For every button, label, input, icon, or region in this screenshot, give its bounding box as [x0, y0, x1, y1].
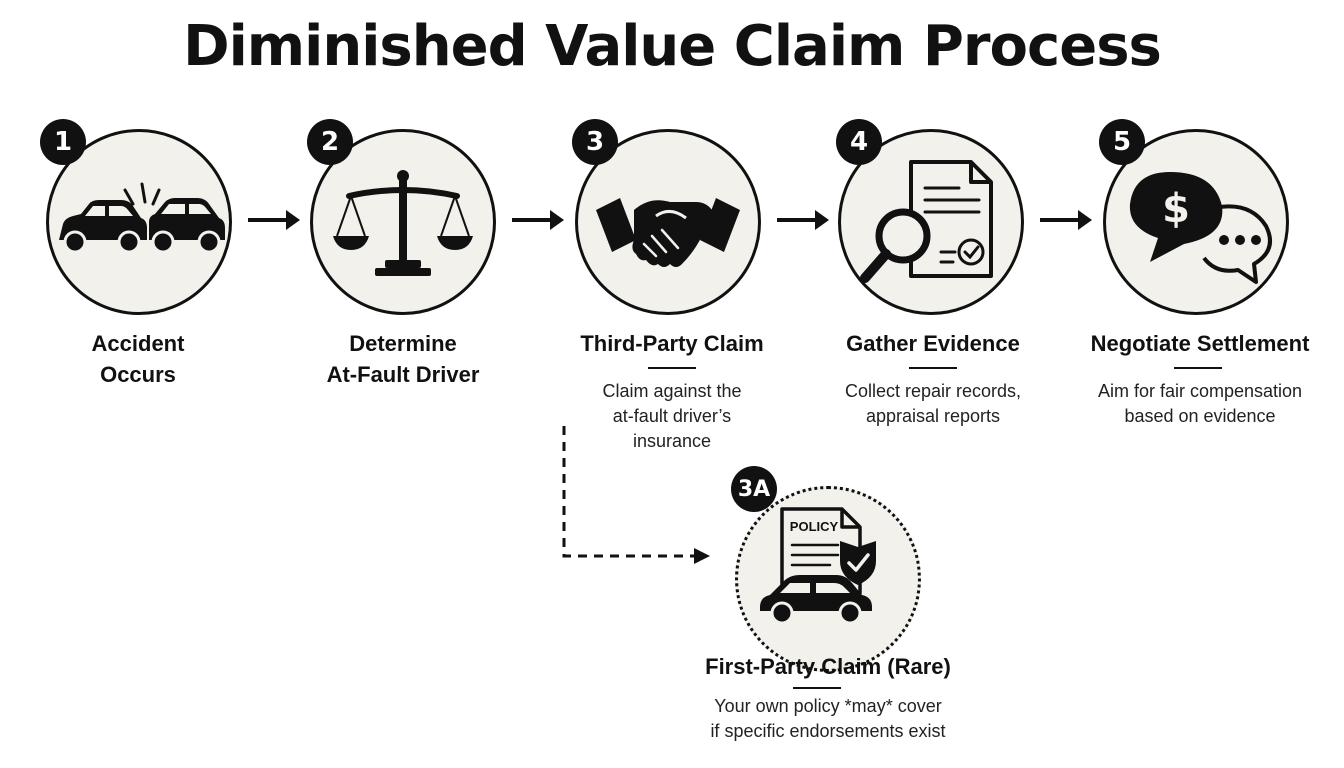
step-4-title-rule [909, 367, 957, 369]
step-5-circle: $ [1103, 129, 1289, 315]
step-3a-desc-line-1: Your own policy *may* cover [714, 696, 942, 716]
step-5-description: Aim for fair compensation based on evide… [1084, 379, 1316, 429]
step-3a-circle: POLICY [735, 486, 921, 672]
arrow-4-to-5 [1040, 210, 1092, 230]
car-collision-icon [59, 182, 225, 254]
document-magnifier-icon [860, 160, 993, 283]
step-3a-badge: 3A [731, 466, 777, 512]
step-4-badge: 4 [836, 119, 882, 165]
step-3-desc-line-3: insurance [632, 431, 712, 451]
arrow-3-to-4 [777, 210, 829, 230]
diagram-title: Diminished Value Claim Process [183, 14, 1162, 79]
step-5-title: Negotiate Settlement [1090, 331, 1310, 356]
step-3a-title: First-Party Claim (Rare) [705, 654, 951, 679]
step-3-desc-line-1: Claim against the [602, 381, 742, 401]
step-2-title-line-1: Determine [349, 331, 457, 356]
step-2-badge: 2 [307, 119, 353, 165]
step-1-circle [46, 129, 232, 315]
svg-text:$: $ [1162, 186, 1190, 232]
step-3-title: Third-Party Claim [580, 331, 764, 356]
step-3a-description: Your own policy *may* cover if specific … [668, 694, 988, 744]
step-5-badge: 5 [1099, 119, 1145, 165]
step-5-desc-line-2: based on evidence [1124, 406, 1276, 426]
step-2-title-line-2: At-Fault Driver [326, 362, 480, 387]
step-1-badge: 1 [40, 119, 86, 165]
step-3a-title-rule [793, 687, 841, 689]
policy-label: POLICY [790, 519, 839, 534]
step-3-title-rule [648, 367, 696, 369]
arrow-1-to-2 [248, 210, 300, 230]
step-5-title-rule [1174, 367, 1222, 369]
scales-of-justice-icon [333, 170, 473, 276]
step-4-description: Collect repair records, appraisal report… [823, 379, 1043, 429]
step-3-badge: 3 [572, 119, 618, 165]
step-1-title: Accident Occurs [38, 328, 238, 390]
step-4-title: Gather Evidence [846, 331, 1020, 356]
handshake-icon [596, 198, 740, 267]
step-4-desc-line-2: appraisal reports [865, 406, 1001, 426]
step-3-desc-line-2: at-fault driver’s [612, 406, 732, 426]
step-2-title: Determine At-Fault Driver [303, 328, 503, 390]
policy-car-shield-icon: POLICY [760, 507, 876, 625]
step-3a-desc-line-2: if specific endorsements exist [710, 721, 946, 741]
step-1-title-line-2: Occurs [100, 362, 176, 387]
step-5-desc-line-1: Aim for fair compensation [1097, 381, 1303, 401]
step-4-desc-line-1: Collect repair records, [844, 381, 1022, 401]
arrow-2-to-3 [512, 210, 564, 230]
step-1-title-line-1: Accident [91, 331, 185, 356]
speech-bubbles-dollar-icon: $ [1129, 172, 1272, 284]
step-3-description: Claim against the at-fault driver’s insu… [562, 379, 782, 454]
